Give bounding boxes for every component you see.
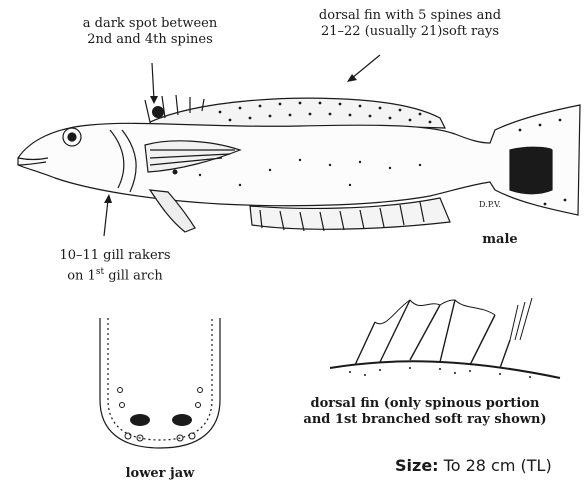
dark-spot-label: a dark spot between 2nd and 4th spines: [30, 16, 270, 48]
signature-label: D.P.V.: [470, 197, 510, 213]
gill-rakers-arrow: [104, 200, 108, 236]
size-text: Size: To 28 cm (TL): [395, 456, 552, 475]
dorsal-fin-sketch-icon: [330, 298, 560, 378]
gill-rakers-post: gill arch: [104, 268, 163, 283]
male-label: male: [470, 232, 530, 248]
lower-jaw-sketch-icon: [100, 318, 220, 448]
gill-rakers-line1: 10–11 gill rakers: [59, 248, 170, 263]
size-value: To 28 cm (TL): [439, 456, 552, 475]
size-label: Size:: [395, 456, 439, 475]
dorsal-fin-arrow: [352, 55, 380, 78]
gill-rakers-label: 10–11 gill rakers on 1st gill arch: [40, 248, 190, 284]
gill-rakers-sup: st: [96, 267, 104, 277]
dorsal-fin-caption: dorsal fin (only spinous portion and 1st…: [270, 396, 580, 428]
dorsal-fin-label: dorsal fin with 5 spines and 21–22 (usua…: [280, 8, 540, 40]
gill-rakers-pre: on 1: [67, 268, 96, 283]
lower-jaw-label: lower jaw: [100, 466, 220, 482]
dark-spot-arrow: [152, 63, 154, 100]
